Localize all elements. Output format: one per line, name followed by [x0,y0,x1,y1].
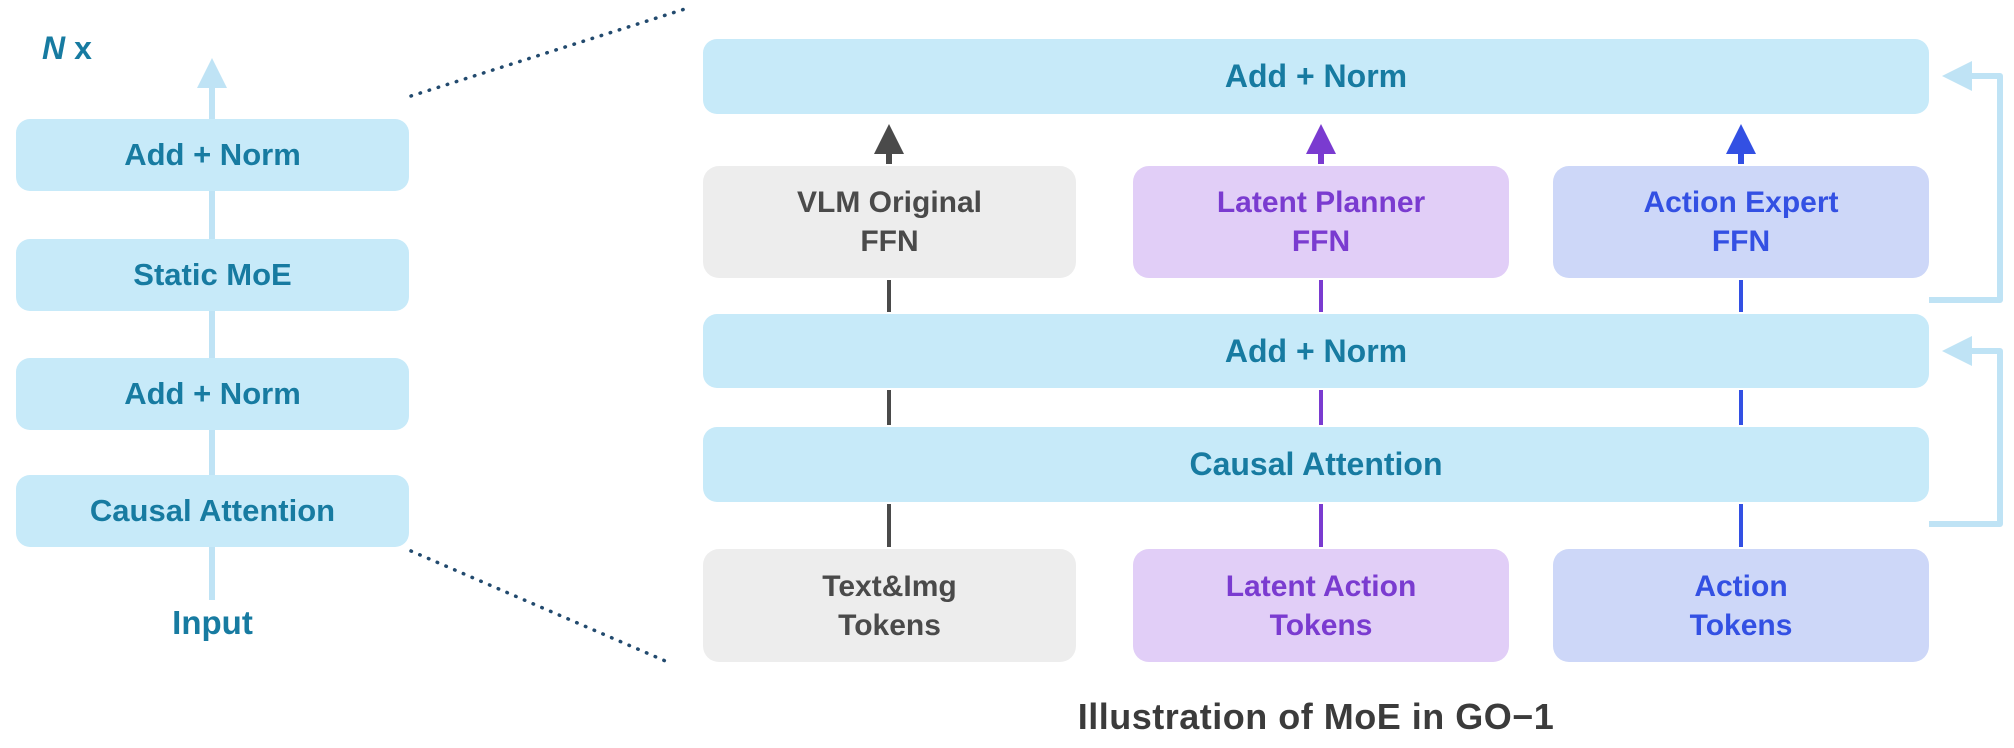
text-img-tokens-box: Text&Img Tokens [703,549,1076,662]
vlm-original-ffn-line2: FFN [860,225,919,258]
action-tokens-line2: Tokens [1689,608,1793,642]
repeat-n: N [42,30,66,66]
figure-caption: Illustration of MoE in GO−1 [1077,696,1555,737]
vlm-original-ffn-box: VLM Original FFN [703,166,1076,278]
input-label: Input [172,604,253,641]
expansion-dotted-line-top [409,6,690,98]
add-norm-bar-top: Add + Norm [703,39,1929,114]
latent-planner-ffn-box: Latent Planner FFN [1133,166,1509,278]
latent-action-tokens-box: Latent Action Tokens [1133,549,1509,662]
latent-action-tokens-line2: Tokens [1269,608,1373,642]
left-box-causal-attention: Causal Attention [16,475,409,547]
repeat-x: x [74,30,92,66]
left-box-add-norm-top: Add + Norm [16,119,409,191]
latent-planner-ffn-line1: Latent Planner [1216,186,1426,219]
residual-skip-ffn-arrow [1929,61,2003,303]
action-expert-ffn-box: Action Expert FFN [1553,166,1929,278]
add-norm-bar-mid: Add + Norm [703,314,1929,388]
left-box-static-moe: Static MoE [16,239,409,311]
action-expert-ffn-line1: Action Expert [1643,186,1839,219]
latent-action-tokens-line1: Latent Action [1225,569,1417,603]
left-box-add-norm-bottom: Add + Norm [16,358,409,430]
action-tokens-line1: Action [1694,569,1788,603]
causal-attention-bar: Causal Attention [703,427,1929,502]
action-expert-ffn-line2: FFN [1711,225,1771,258]
text-img-tokens-line2: Tokens [838,608,941,642]
text-img-tokens-line1: Text&Img [822,569,957,603]
action-tokens-box: Action Tokens [1553,549,1929,662]
vlm-original-ffn-line1: VLM Original [796,186,982,219]
latent-planner-ffn-line2: FFN [1291,225,1351,258]
expansion-dotted-line-bottom [409,549,672,665]
residual-skip-attention-arrow [1929,336,2003,527]
